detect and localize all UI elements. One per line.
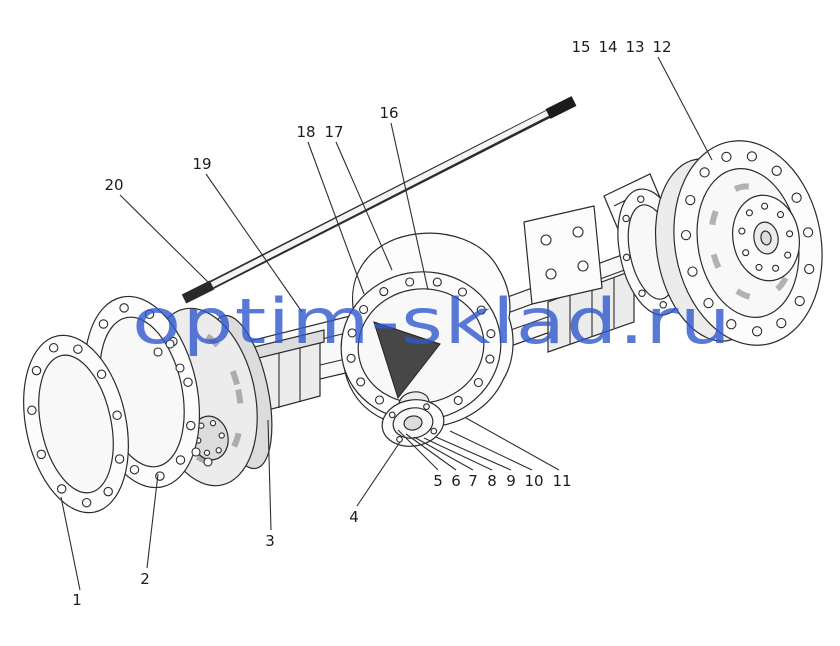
tube-end-cap (545, 96, 577, 119)
callout-label-6: 6 (451, 472, 461, 490)
leader-line-3 (267, 419, 272, 531)
leader-line-5 (397, 429, 439, 471)
callout-label-10: 10 (524, 472, 543, 490)
callout-label-5: 5 (433, 472, 443, 490)
leader-line-17 (335, 141, 393, 271)
breather-tube (181, 96, 577, 304)
leader-line-9 (435, 436, 512, 471)
mounting-plate (523, 205, 603, 305)
callout-label-20: 20 (104, 176, 123, 194)
bolt-ring (388, 403, 438, 443)
callout-label-3: 3 (265, 532, 275, 550)
leader-line-12 (657, 56, 713, 161)
leader-lines (60, 56, 713, 591)
leader-line-19 (205, 173, 303, 313)
cover-opening (373, 321, 441, 400)
leader-line-16 (390, 122, 429, 291)
bolt-ring (680, 151, 815, 337)
left-wheel-hub (23, 295, 273, 514)
callout-label-8: 8 (487, 472, 497, 490)
leader-line-10 (449, 430, 533, 471)
leader-line-11 (465, 417, 560, 471)
callout-label-2: 2 (140, 570, 150, 588)
callout-label-17: 17 (324, 123, 343, 141)
callout-label-1: 1 (72, 591, 82, 609)
leader-line-2 (146, 473, 159, 569)
differential-housing (340, 232, 514, 447)
hub-flange-outer (23, 334, 129, 514)
callout-label-7: 7 (468, 472, 478, 490)
watermark: optim-sklad.ru (132, 285, 732, 358)
bolt-ring (27, 343, 125, 508)
fastener-cluster (153, 339, 213, 467)
callout-label-9: 9 (506, 472, 516, 490)
callout-label-18: 18 (296, 123, 315, 141)
leader-line-4 (356, 441, 401, 507)
callout-label-19: 19 (192, 155, 211, 173)
hub-cap (732, 194, 800, 282)
leader-line-6 (405, 433, 457, 471)
callout-label-16: 16 (379, 104, 398, 122)
bolt-ring (195, 420, 225, 456)
callout-label-11: 11 (552, 472, 571, 490)
leader-line-7 (413, 436, 474, 471)
leader-line-8 (423, 437, 493, 471)
bolt-ring (738, 202, 794, 272)
callout-label-14: 14 (598, 38, 617, 56)
output-flange (381, 391, 445, 447)
callout-label-12: 12 (652, 38, 671, 56)
leader-line-1 (60, 496, 81, 591)
callout-label-4: 4 (349, 508, 359, 526)
callout-label-13: 13 (625, 38, 644, 56)
leader-line-20 (119, 194, 209, 283)
right-wheel-hub (617, 140, 823, 346)
diff-cover (340, 271, 502, 421)
leader-line-18 (307, 141, 365, 295)
spring-bracket-right (547, 269, 635, 353)
callout-label-15: 15 (571, 38, 590, 56)
tube-lower-sleeve (181, 280, 215, 304)
